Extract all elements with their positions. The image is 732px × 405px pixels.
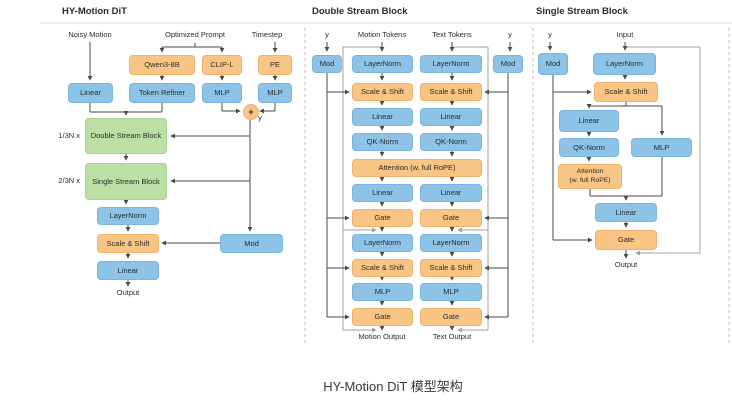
node-ss-attention: Attention (w. full RoPE): [558, 164, 622, 189]
node-token-refiner: Token Refiner: [129, 83, 195, 103]
node-t-scale-shift2: Scale & Shift: [420, 259, 482, 277]
text-tokens-label: Text Tokens: [432, 30, 472, 39]
node-mlp-clip: MLP: [202, 83, 242, 103]
timestep-label: Timestep: [251, 30, 283, 39]
node-ss-mlp: MLP: [631, 138, 692, 157]
node-m-gate1: Gate: [352, 209, 413, 227]
node-m-linear-proj: Linear: [352, 184, 413, 202]
node-ss-linear-qkv: Linear: [559, 110, 619, 132]
node-linear-in: Linear: [68, 83, 113, 103]
node-single-stream-block: Single Stream Block: [85, 163, 167, 200]
double-panel-title: Double Stream Block: [312, 6, 408, 17]
add-node: +: [243, 104, 259, 120]
multiplier-single-label: 2/3N x: [58, 176, 80, 185]
y-label-ds-left: y: [325, 30, 329, 39]
y-label-ds-right: y: [508, 30, 512, 39]
text-output-label: Text Output: [432, 332, 472, 341]
ss-attention-line1: Attention: [576, 168, 604, 176]
node-pe: PE: [258, 55, 292, 75]
node-t-linear-proj: Linear: [420, 184, 482, 202]
node-m-layernorm1: LayerNorm: [352, 55, 413, 73]
left-panel-title: HY-Motion DiT: [62, 6, 127, 17]
node-t-linear-qkv: Linear: [420, 108, 482, 126]
y-label-ss: y: [548, 30, 552, 39]
node-linear-out: Linear: [97, 261, 159, 280]
output-label-ss: Output: [614, 260, 638, 269]
node-clip-l: CLIP-L: [202, 55, 242, 75]
single-panel-title: Single Stream Block: [536, 6, 628, 17]
y-label-left: y: [258, 113, 262, 122]
motion-output-label: Motion Output: [358, 332, 406, 341]
motion-tokens-label: Motion Tokens: [357, 30, 407, 39]
node-layernorm-out: LayerNorm: [97, 207, 159, 225]
node-m-scale-shift1: Scale & Shift: [352, 83, 413, 101]
node-t-qk-norm: QK-Norm: [420, 133, 482, 151]
input-label: Input: [616, 30, 634, 39]
node-mlp-pe: MLP: [258, 83, 292, 103]
node-ss-mod: Mod: [538, 53, 568, 75]
node-ss-scale-shift: Scale & Shift: [594, 82, 658, 102]
node-mod-ds-right: Mod: [493, 55, 523, 73]
ss-attention-line2: (w. full RoPE): [569, 176, 611, 184]
noisy-motion-label: Noisy Motion: [68, 30, 112, 39]
optimized-prompt-label: Optimized Prompt: [164, 30, 226, 39]
node-m-gate2: Gate: [352, 308, 413, 326]
figure-caption: HY-Motion DiT 模型架构: [323, 379, 463, 394]
node-qwen3-8b: Qwen3-8B: [129, 55, 195, 75]
node-m-qk-norm: QK-Norm: [352, 133, 413, 151]
node-double-stream-block: Double Stream Block: [85, 118, 167, 154]
node-mod-ds-left: Mod: [312, 55, 342, 73]
multiplier-double-label: 1/3N x: [58, 131, 80, 140]
node-ds-attention: Attention (w. full RoPE): [352, 159, 482, 177]
node-t-scale-shift1: Scale & Shift: [420, 83, 482, 101]
node-t-gate1: Gate: [420, 209, 482, 227]
node-ss-qk-norm: QK-Norm: [559, 138, 619, 157]
node-ss-layernorm: LayerNorm: [593, 53, 656, 75]
node-ss-gate: Gate: [595, 230, 657, 250]
node-t-layernorm2: LayerNorm: [420, 234, 482, 252]
node-m-scale-shift2: Scale & Shift: [352, 259, 413, 277]
node-m-layernorm2: LayerNorm: [352, 234, 413, 252]
node-ss-linear-out: Linear: [595, 203, 657, 222]
node-m-mlp: MLP: [352, 283, 413, 301]
output-label-left: Output: [116, 288, 140, 297]
node-t-gate2: Gate: [420, 308, 482, 326]
node-m-linear-qkv: Linear: [352, 108, 413, 126]
node-mod-left-panel: Mod: [220, 234, 283, 253]
node-scale-shift-out: Scale & Shift: [97, 234, 159, 253]
node-t-layernorm1: LayerNorm: [420, 55, 482, 73]
node-t-mlp: MLP: [420, 283, 482, 301]
